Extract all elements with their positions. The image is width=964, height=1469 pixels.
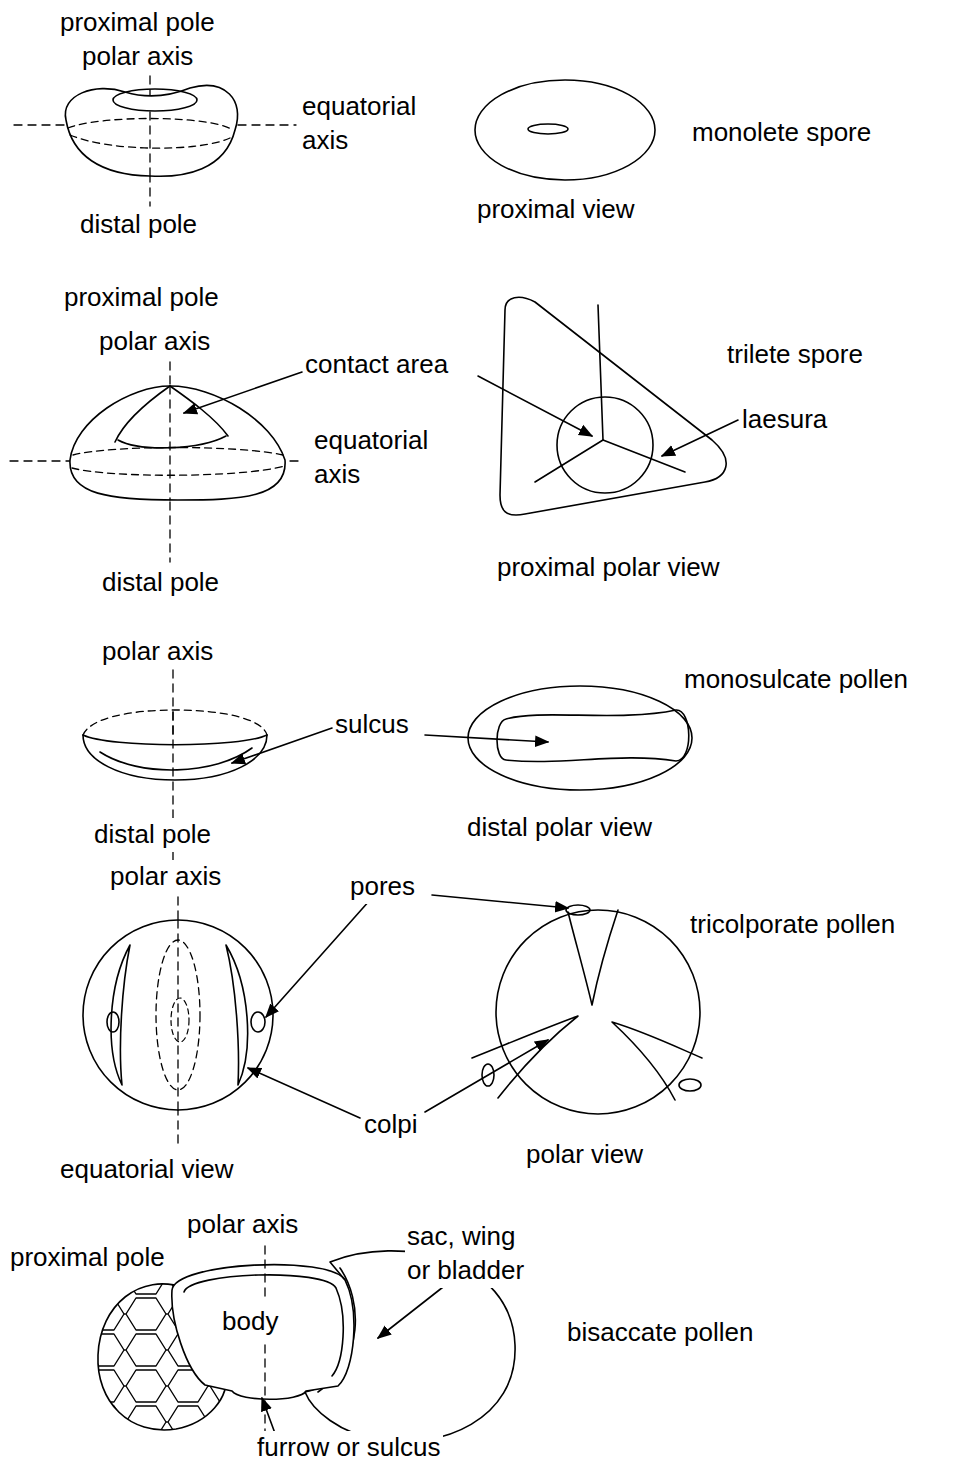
label-text: distal polar view xyxy=(465,811,654,845)
label-text: polar axis xyxy=(97,325,212,359)
label-text: distal pole xyxy=(92,818,213,852)
label-text: body xyxy=(220,1305,280,1339)
label-text: laesura xyxy=(740,403,829,437)
label-text: colpi xyxy=(362,1108,419,1142)
label-text: proximal view xyxy=(475,193,637,227)
label-text: proximal pole xyxy=(8,1241,167,1275)
label-text: proximal pole xyxy=(62,281,221,315)
label-text: pores xyxy=(348,870,417,904)
label-text: distal pole xyxy=(100,566,221,600)
label-text: polar axis xyxy=(80,40,195,74)
label-text: equatorial axis xyxy=(300,90,436,158)
label-text: polar axis xyxy=(100,635,215,669)
label-text: distal pole xyxy=(78,208,199,242)
label-text: sac, wing or bladder xyxy=(405,1220,541,1288)
label-text: furrow or sulcus xyxy=(255,1431,443,1465)
label-text: bisaccate pollen xyxy=(565,1316,755,1350)
label-text: polar axis xyxy=(185,1208,300,1242)
trilete-spore-figure xyxy=(10,297,738,562)
label-text: tricolporate pollen xyxy=(688,908,897,942)
monolete-spore-figure xyxy=(14,76,655,206)
label-text: equatorial axis xyxy=(312,424,448,492)
label-text: polar view xyxy=(524,1138,645,1172)
monosulcate-pollen-figure xyxy=(83,670,692,862)
label-text: contact area xyxy=(303,348,450,382)
label-text: proximal pole xyxy=(58,6,217,40)
label-text: sulcus xyxy=(333,708,411,742)
label-text: polar axis xyxy=(108,860,223,894)
label-text: equatorial view xyxy=(58,1153,235,1187)
label-text: monolete spore xyxy=(690,116,873,150)
label-text: monosulcate pollen xyxy=(682,663,910,697)
tricolporate-pollen-figure xyxy=(83,895,702,1148)
label-text: trilete spore xyxy=(725,338,865,372)
label-text: proximal polar view xyxy=(495,551,722,585)
